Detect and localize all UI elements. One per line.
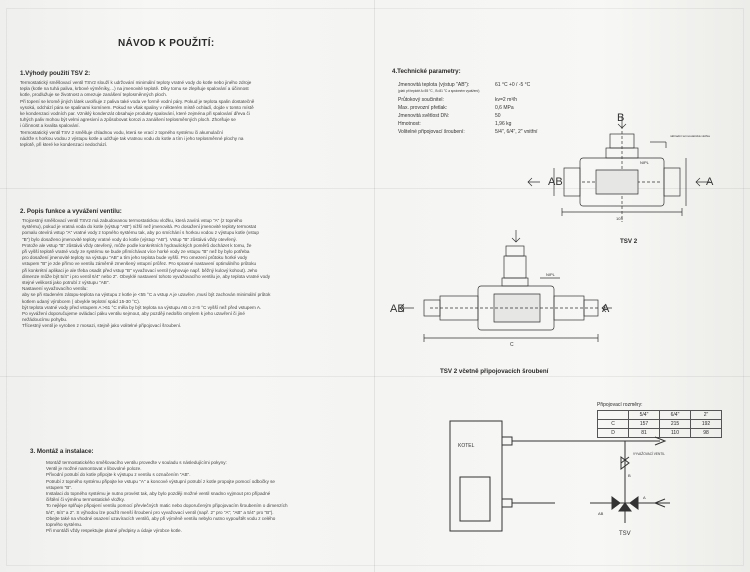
- section-3-heading: 3. Montáž a instalace:: [30, 448, 94, 455]
- dim-c-label: C: [510, 342, 514, 348]
- nipl-label: NIPL: [640, 160, 650, 165]
- param-label: Jmenovitá světlost DN:: [398, 113, 450, 119]
- param-label: Jmenovitá teplota (výstup "AB"):: [398, 82, 470, 88]
- installation-scheme: KOTEL VYVAŽOVACÍ VENTIL TSV A AB B: [449, 420, 670, 537]
- section-3-text: Montáž termostatického směšovacího venti…: [46, 460, 288, 534]
- paper-border: [6, 8, 744, 566]
- label-a: A: [706, 176, 714, 188]
- section-1-text: Termostatický směšovací ventil TSV2 slou…: [20, 80, 255, 148]
- param-note: (platí při teplotě A=55 °C , B=81 °C a s…: [398, 89, 480, 93]
- tsv-label: TSV: [619, 531, 631, 537]
- param-value: kv=2 m³/h: [495, 97, 518, 103]
- section-2-heading: 2. Popis funkce a vyvážení ventilu:: [20, 208, 122, 215]
- section-4-heading: 4.Technické parametry:: [392, 68, 461, 75]
- param-label: Volitelné připojovací šroubení:: [398, 129, 465, 135]
- param-label: Max. provozní přetlak:: [398, 105, 448, 111]
- scheme-b-label: B: [628, 473, 631, 478]
- dims-table-title: Připojovací rozměry:: [597, 402, 643, 408]
- fittings-caption: TSV 2 včetně připojovacích šroubení: [440, 368, 549, 375]
- scheme-ab-label: AB: [598, 511, 604, 516]
- table-header-row: 5/4" 6/4" 2": [597, 410, 722, 420]
- param-label: Průtokový součinitel:: [398, 97, 444, 103]
- document-title: NÁVOD K POUŽITÍ:: [118, 38, 215, 49]
- param-value: 50: [495, 113, 501, 119]
- cartridge-label: náhradní termostatická vložka: [670, 134, 710, 138]
- dims-table: 5/4" 6/4" 2" C 157 215 192 D 81 110 98: [597, 410, 722, 438]
- section-2-text: Trojcestný směšovací ventil TSV2 má zabu…: [22, 218, 271, 329]
- param-value: 1,96 kg: [495, 121, 512, 127]
- label-b: B: [617, 112, 624, 124]
- table-row: D 81 110 98: [597, 428, 722, 438]
- param-value: 5/4", 6/4", 2" vnitřní: [495, 129, 538, 135]
- section-1-heading: 1.Výhody použití TSV 2:: [20, 70, 91, 77]
- tsv2-caption: TSV 2: [620, 238, 638, 245]
- table-cell: 98: [690, 428, 722, 438]
- tsv2-valve-drawing: AB A B 103 NIPL náhradní termostatická v…: [527, 112, 714, 222]
- kotel-label: KOTEL: [458, 443, 475, 449]
- fold-line: [0, 376, 750, 377]
- label-ab: AB: [390, 303, 405, 315]
- label-a: A: [602, 303, 610, 315]
- label-ab: AB: [548, 176, 563, 188]
- param-label: Hmotnost:: [398, 121, 421, 127]
- fold-line: [374, 0, 375, 572]
- balance-valve-label: VYVAŽOVACÍ VENTIL: [633, 451, 665, 456]
- scheme-a-label: A: [643, 495, 646, 500]
- label-b: B: [511, 228, 518, 231]
- fold-line: [0, 188, 750, 189]
- param-value: 61 °C +0 / -5 °C: [495, 82, 531, 88]
- tsv2-with-fittings-drawing: AB A B C NIPL: [390, 228, 612, 348]
- nipl-label: NIPL: [546, 272, 556, 277]
- param-value: 0,6 MPa: [495, 105, 514, 111]
- dim-103: 103: [616, 216, 623, 221]
